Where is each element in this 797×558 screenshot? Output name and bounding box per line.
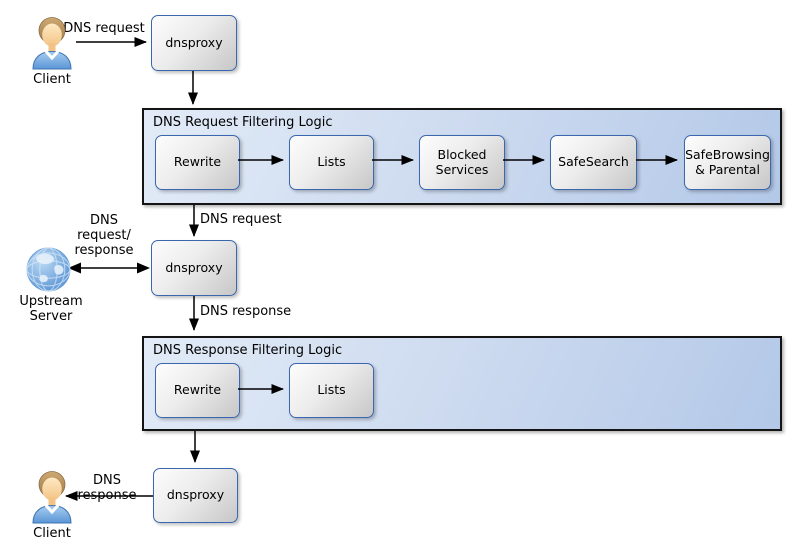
upstream-server-label: Upstream Server (7, 294, 95, 324)
dnsproxy-node-top: dnsproxy (151, 15, 237, 71)
step-safesearch: SafeSearch (550, 135, 637, 190)
step-rewrite-response: Rewrite (155, 363, 240, 418)
person-icon (32, 471, 72, 524)
step-lists-response: Lists (289, 363, 374, 418)
client-top-label: Client (33, 72, 71, 87)
arrow-upstream-bidirectional (68, 262, 150, 274)
upstream-label-line2: Server (29, 309, 73, 324)
dnsproxy-node-bottom: dnsproxy (153, 468, 238, 523)
response-filter-title: DNS Response Filtering Logic (153, 343, 343, 358)
upstream-label-line1: Upstream (19, 294, 83, 309)
edge-label-filtered-request: DNS request (200, 212, 282, 227)
response-filter-container: DNS Response Filtering Logic Rewrite Lis… (142, 336, 782, 431)
step-blocked-services: Blocked Services (419, 135, 505, 190)
client-bottom-label: Client (33, 526, 71, 541)
step-rewrite-request: Rewrite (155, 135, 240, 190)
request-filter-container: DNS Request Filtering Logic Rewrite List… (142, 108, 782, 205)
edge-label-upstream-exchange: DNS request/ response (74, 213, 134, 258)
globe-icon (26, 247, 71, 292)
dnsproxy-node-middle: dnsproxy (151, 240, 237, 296)
step-lists-request: Lists (289, 135, 374, 190)
edge-label-client-request: DNS request (63, 21, 145, 36)
edge-label-proxy-response: DNS response (200, 304, 292, 319)
step-safebrowsing-parental: SafeBrowsing & Parental (684, 135, 771, 190)
person-icon (32, 17, 72, 70)
request-filter-title: DNS Request Filtering Logic (153, 115, 333, 130)
